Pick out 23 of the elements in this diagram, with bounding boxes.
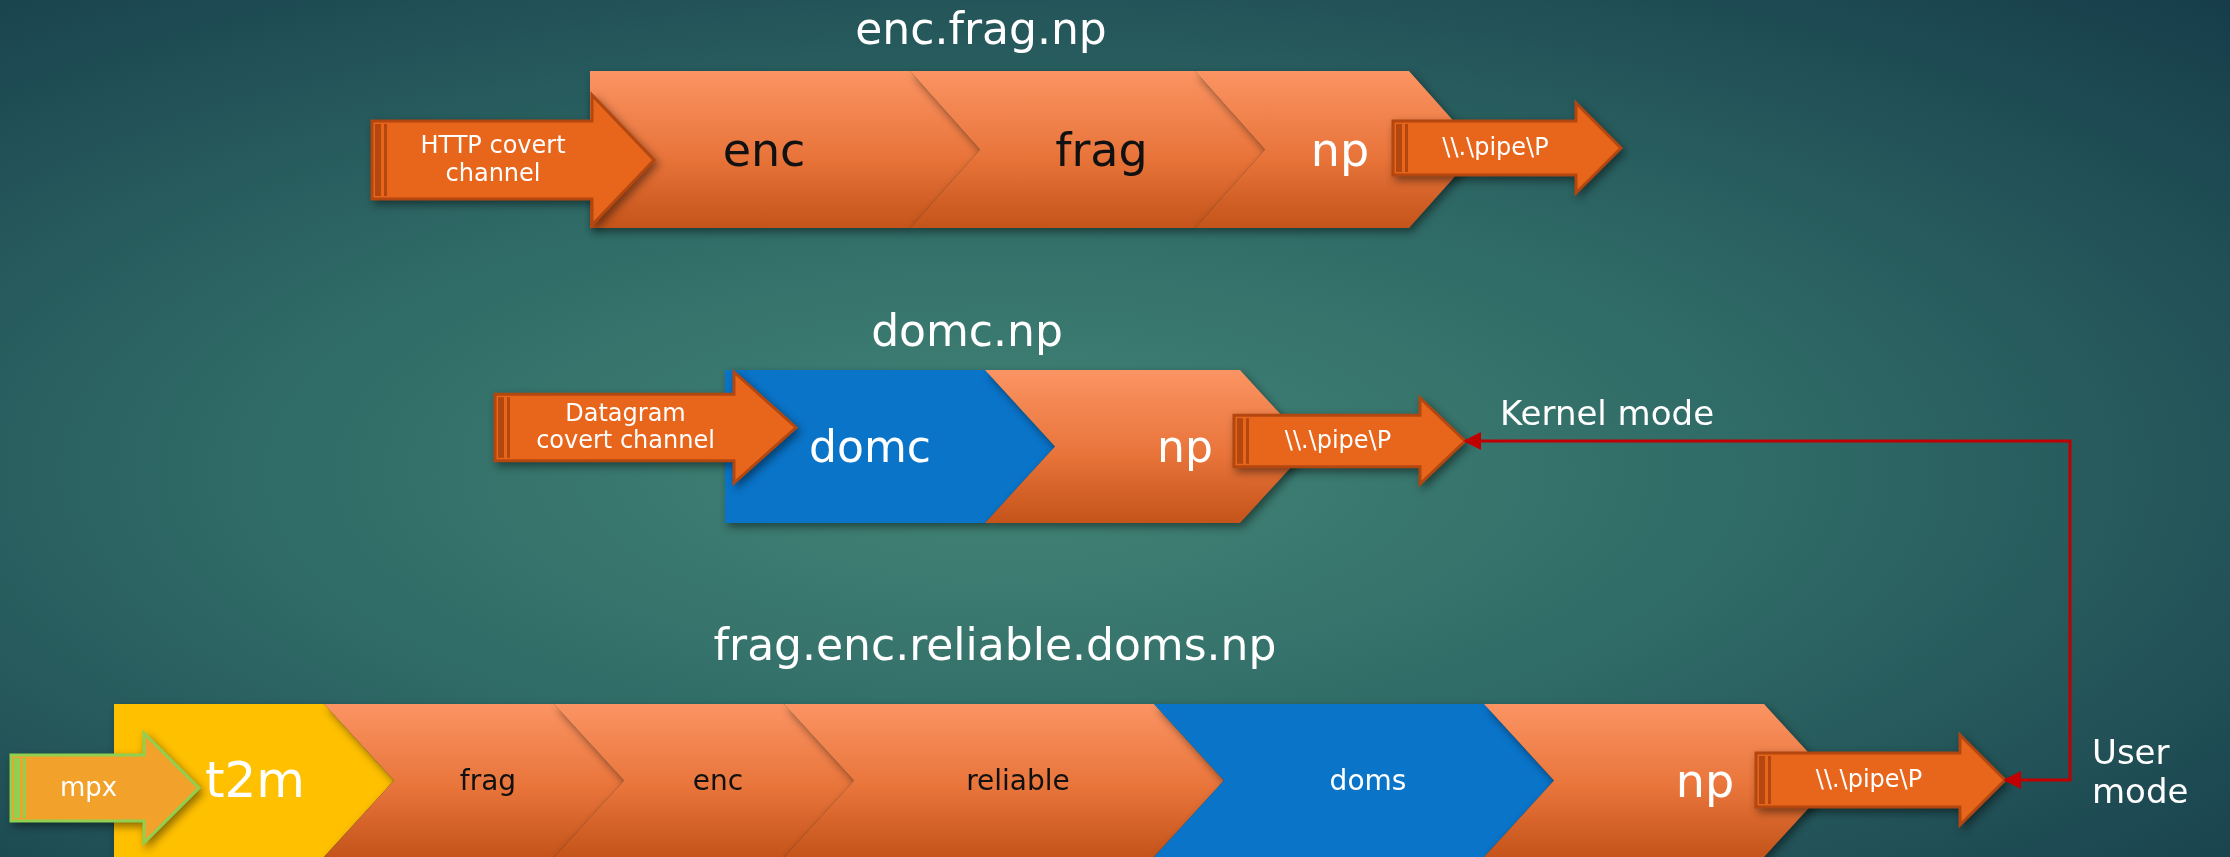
node-label: np xyxy=(1310,123,1370,176)
node-label: HTTP covert channel xyxy=(419,132,567,188)
heading-label: User mode xyxy=(2092,733,2190,812)
node-label: mpx xyxy=(59,773,118,803)
node-label: t2m xyxy=(204,751,306,810)
heading-label: enc.frag.np xyxy=(855,4,1107,55)
node-label: doms xyxy=(1329,764,1407,797)
connector-arrow xyxy=(1463,432,2072,789)
node-label: frag xyxy=(1055,123,1148,176)
node-label: reliable xyxy=(966,764,1070,797)
node-label: frag xyxy=(459,764,517,797)
node-label: np xyxy=(1157,421,1213,472)
node-label: enc xyxy=(692,764,744,797)
node-label: domc xyxy=(809,421,931,472)
heading-label: Kernel mode xyxy=(1500,394,1715,434)
node-label: \\.\pipe\P xyxy=(1815,766,1923,794)
heading-label: domc.np xyxy=(871,306,1063,357)
node-label: Datagram covert channel xyxy=(535,399,716,456)
node-label: enc xyxy=(722,123,806,176)
heading-label: frag.enc.reliable.doms.np xyxy=(713,620,1277,671)
node-label: \\.\pipe\P xyxy=(1284,427,1392,455)
node-label: np xyxy=(1675,754,1735,807)
node-label: \\.\pipe\P xyxy=(1442,134,1549,162)
